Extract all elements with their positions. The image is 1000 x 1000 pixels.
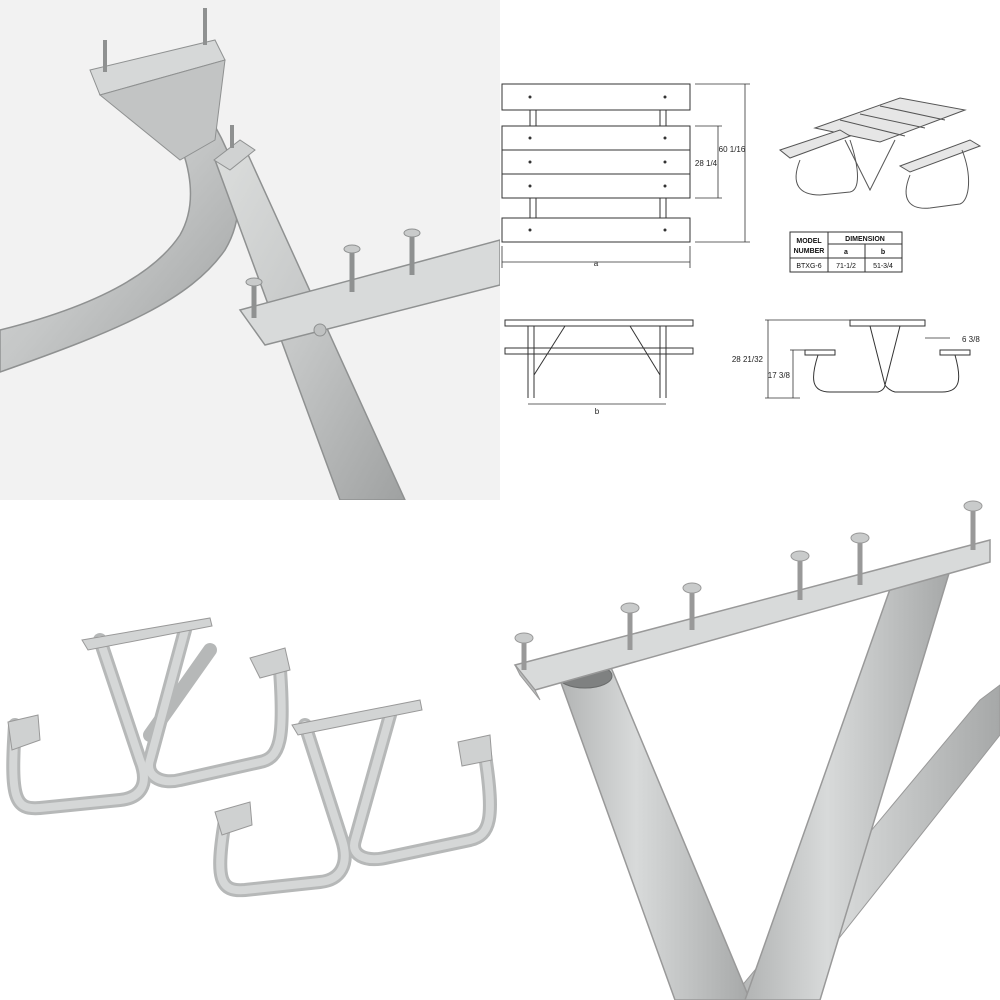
table-header-dimension: DIMENSION (845, 236, 885, 243)
table-col-a: a (844, 249, 848, 256)
dim-top-depth: 28 1/4 (695, 159, 718, 168)
top-bracket-bolts (521, 508, 976, 670)
dim-overall-depth: 60 1/16 (719, 145, 746, 154)
table-cell-model: BTXG-6 (796, 263, 821, 270)
dim-total-height: 28 21/32 (732, 355, 764, 364)
bracket-bolts (251, 236, 415, 318)
table-isometric-sketch (778, 97, 982, 209)
dim-leg-span-b: b (595, 407, 600, 416)
frame-left-highlight (9, 626, 286, 813)
bolt-heads (245, 228, 421, 287)
left-tube (559, 664, 751, 1000)
table-header-number: NUMBER (794, 248, 825, 255)
bolts (103, 8, 207, 72)
frame-right-top-bracket (291, 699, 423, 736)
end-view (765, 319, 971, 399)
dimension-table: MODEL NUMBER DIMENSION a b BTXG-6 71-1/2… (789, 231, 903, 273)
dim-seat-overhang: 6 3/8 (962, 335, 980, 344)
table-col-b: b (881, 249, 885, 256)
table-cell-a: 71-1/2 (836, 263, 856, 270)
side-view (504, 319, 694, 405)
top-bracket-edge (514, 664, 541, 701)
table-header-model: MODEL (796, 238, 822, 245)
mount-gusset (98, 59, 226, 161)
dim-seat-height: 17 3/8 (768, 371, 791, 380)
table-cell-b: 51-3/4 (873, 263, 893, 270)
technical-drawing: 60 1/16 28 1/4 a MODEL NUMBER DIMENSION … (500, 0, 1000, 500)
top-view-dimension-lines (501, 83, 750, 268)
frame-left-seat-plate-right (249, 647, 291, 679)
top-view-bolts (528, 95, 667, 232)
bracket-bolt-head (313, 323, 327, 337)
frame-right-seat-plate (214, 801, 253, 836)
frame-left-seat-plate (7, 714, 41, 751)
frame-right (213, 708, 497, 898)
top-bracket-bolt-heads (514, 500, 983, 644)
frame-closeup-bend-photo (0, 0, 500, 500)
frame-pair-photo (0, 500, 500, 1000)
frame-right-highlight (216, 711, 494, 895)
dim-length-a: a (594, 259, 599, 268)
top-view (501, 83, 691, 243)
frame-right-seat-plate-right (457, 734, 493, 767)
frame-closeup-top-bracket-photo (500, 500, 1000, 1000)
frame-left-top-bracket (81, 617, 213, 651)
